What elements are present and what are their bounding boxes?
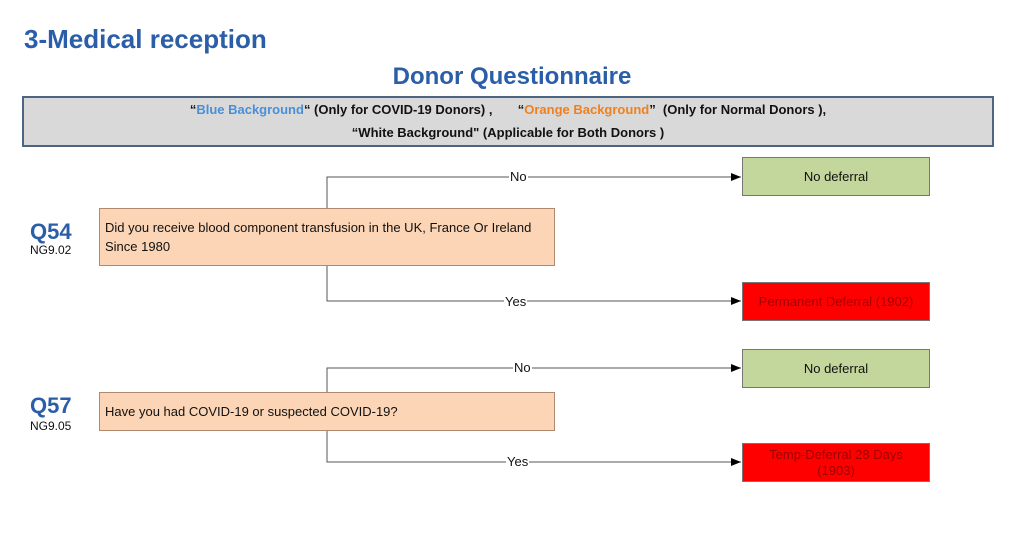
no-deferral-box: No deferral — [742, 157, 930, 196]
legend-quote: “ — [189, 102, 197, 117]
q57-yes-connector — [326, 430, 741, 466]
q54-no-connector — [326, 173, 741, 208]
deferral-box: Temp-Deferral 28 Days (1903) — [742, 443, 930, 482]
question-id: Q57 — [30, 393, 72, 418]
q57-no-connector — [326, 364, 741, 392]
question-box: Have you had COVID-19 or suspected COVID… — [99, 392, 555, 431]
legend-line-2: “White Background" (Applicable for Both … — [351, 125, 665, 140]
legend-text: ” (Only for Normal Donors ), — [649, 102, 827, 117]
legend-text: “ (Only for COVID-19 Donors) , “ — [303, 102, 525, 117]
legend-orange: Orange Background — [524, 102, 650, 117]
q54-yes-connector — [326, 265, 741, 305]
question-code: NG9.05 — [30, 419, 72, 433]
legend-line-1: “Blue Background“ (Only for COVID-19 Don… — [24, 98, 992, 121]
section-title: 3-Medical reception — [24, 24, 267, 54]
question-id: Q54 — [30, 219, 72, 244]
no-label: No — [513, 360, 532, 375]
deferral-box: Permanent Deferral (1902) — [742, 282, 930, 321]
color-legend: “Blue Background“ (Only for COVID-19 Don… — [22, 96, 994, 147]
question-code: NG9.02 — [30, 243, 72, 257]
no-label: No — [509, 169, 528, 184]
yes-label: Yes — [506, 454, 530, 469]
page-title: Donor Questionnaire — [392, 63, 632, 90]
no-deferral-box: No deferral — [742, 349, 930, 388]
question-box: Did you receive blood component transfus… — [99, 208, 555, 266]
yes-label: Yes — [504, 294, 528, 309]
legend-blue: Blue Background — [196, 102, 304, 117]
